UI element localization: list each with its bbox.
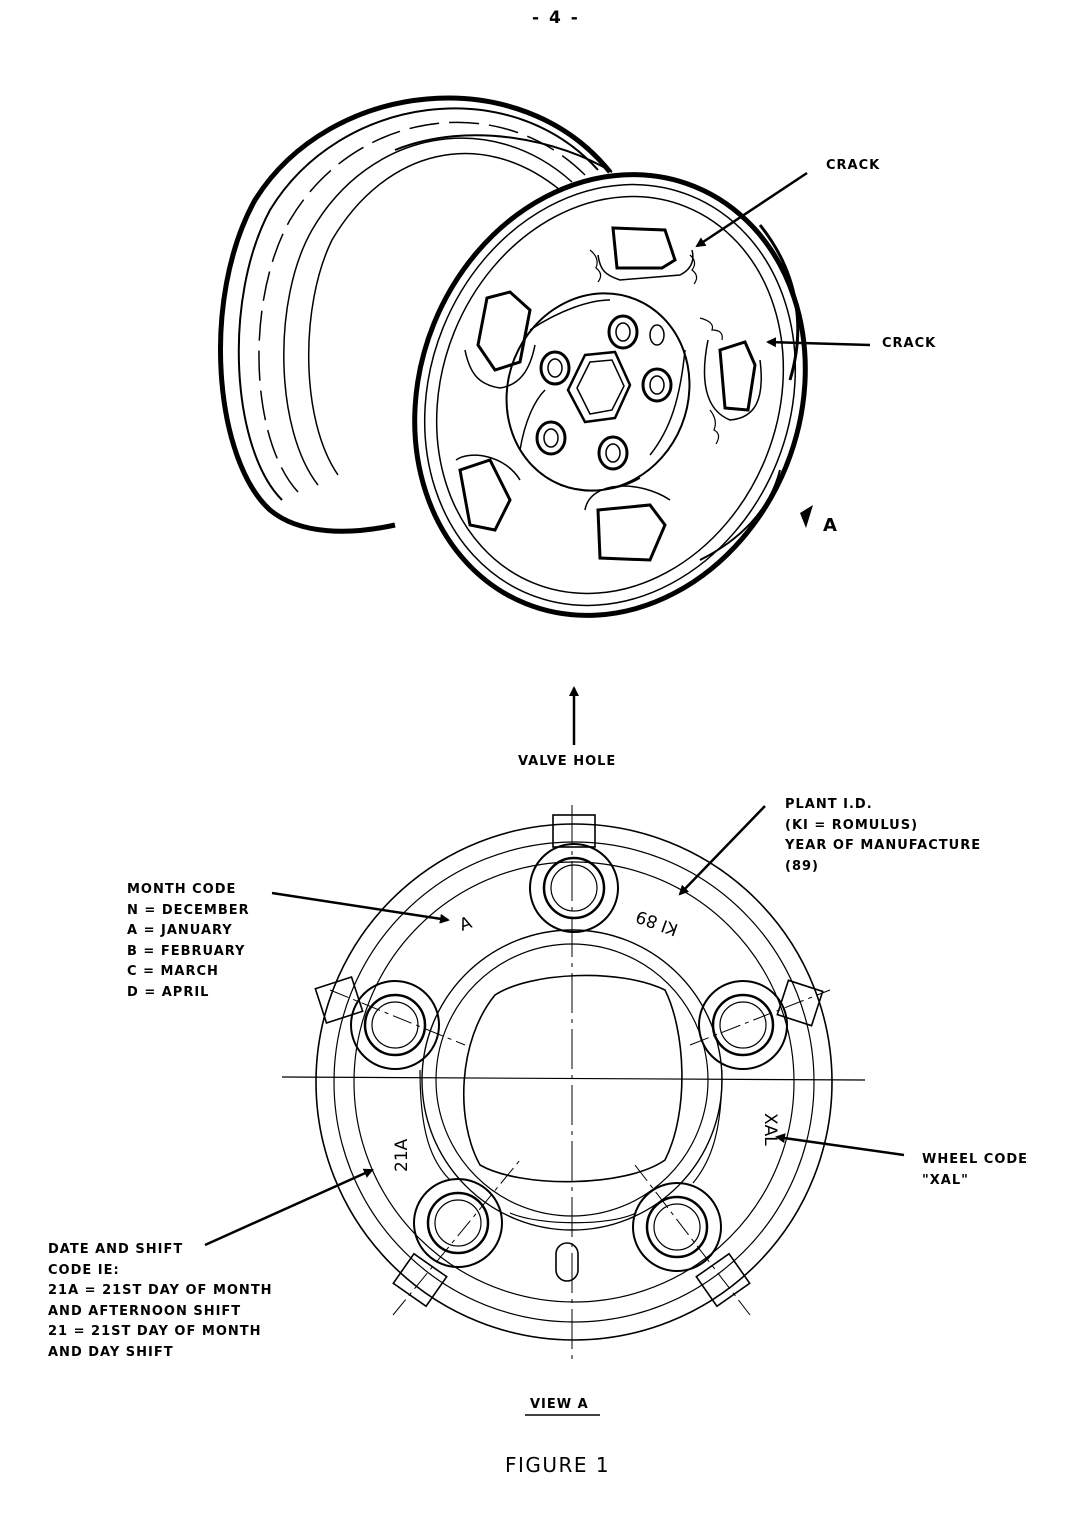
crack-arrow-right	[766, 337, 871, 348]
wheel-code-line: WHEEL CODE	[922, 1152, 1029, 1167]
figure-title: FIGURE 1	[505, 1453, 611, 1477]
plant-year-stamp: KI 89	[633, 906, 680, 940]
date-shift-line: DATE AND SHIFT	[48, 1242, 184, 1257]
wheel-code-stamp: XAL	[760, 1113, 780, 1146]
month-code-callout: MONTH CODE N = DECEMBER A = JANUARY B = …	[127, 880, 250, 1003]
view-a-arrow	[800, 505, 813, 528]
page-number: - 4 -	[532, 8, 580, 28]
wheel-perspective-drawing	[218, 95, 808, 618]
date-stamp: 21A	[392, 1138, 412, 1172]
date-shift-line: 21 = 21ST DAY OF MONTH	[48, 1324, 262, 1339]
wheel-code-arrow	[775, 1133, 905, 1157]
plant-id-line: YEAR OF MANUFACTURE	[785, 838, 982, 853]
date-shift-arrow	[204, 1168, 374, 1247]
wheel-code-callout: WHEEL CODE "XAL"	[922, 1150, 1028, 1191]
valve-hole-label: VALVE HOLE	[518, 754, 617, 769]
date-shift-line: CODE IE:	[48, 1262, 120, 1278]
plant-id-arrow	[678, 805, 766, 896]
plant-id-line: (89)	[785, 858, 819, 874]
month-code-line: D = APRIL	[127, 984, 210, 1000]
month-code-line: N = DECEMBER	[127, 902, 250, 918]
month-code-line: MONTH CODE	[127, 882, 237, 897]
date-shift-line: AND DAY SHIFT	[48, 1344, 174, 1360]
view-a-title: VIEW A	[530, 1397, 589, 1412]
crack-label-right: CRACK	[882, 336, 937, 351]
plant-id-line: (KI = ROMULUS)	[785, 817, 919, 833]
month-stamp: A	[457, 913, 475, 936]
month-code-arrow	[271, 891, 450, 924]
wheel-code-line: "XAL"	[922, 1172, 969, 1188]
date-shift-callout: DATE AND SHIFT CODE IE: 21A = 21ST DAY O…	[48, 1240, 273, 1363]
crack-arrow-upper	[695, 171, 808, 248]
view-a-marker: A	[823, 515, 838, 536]
date-shift-line: 21A = 21ST DAY OF MONTH	[48, 1283, 273, 1298]
view-a-drawing	[281, 805, 866, 1365]
plant-id-callout: PLANT I.D. (KI = ROMULUS) YEAR OF MANUFA…	[785, 795, 981, 877]
month-code-line: C = MARCH	[127, 964, 219, 979]
month-code-line: B = FEBRUARY	[127, 943, 246, 959]
plant-id-line: PLANT I.D.	[785, 797, 873, 812]
date-shift-line: AND AFTERNOON SHIFT	[48, 1303, 242, 1319]
month-code-line: A = JANUARY	[127, 923, 233, 938]
crack-label-upper: CRACK	[826, 158, 881, 173]
